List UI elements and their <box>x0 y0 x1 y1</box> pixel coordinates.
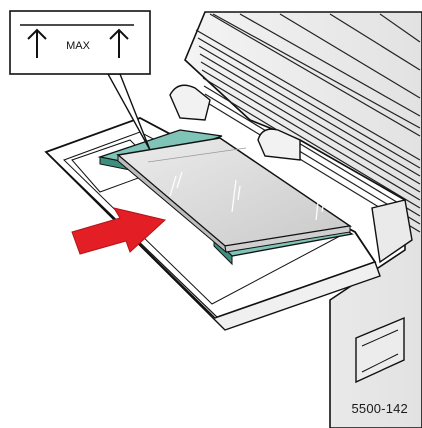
paper-stack <box>116 137 352 254</box>
max-fill-callout: MAX <box>9 10 151 151</box>
vent-grille <box>195 13 421 233</box>
printer-body <box>169 11 422 428</box>
insert-direction-arrow-icon <box>71 207 167 255</box>
up-arrow-icon <box>27 28 47 58</box>
figure-code: 5500-142 <box>351 401 408 416</box>
up-arrow-icon <box>109 28 129 58</box>
max-label: MAX <box>66 40 91 52</box>
